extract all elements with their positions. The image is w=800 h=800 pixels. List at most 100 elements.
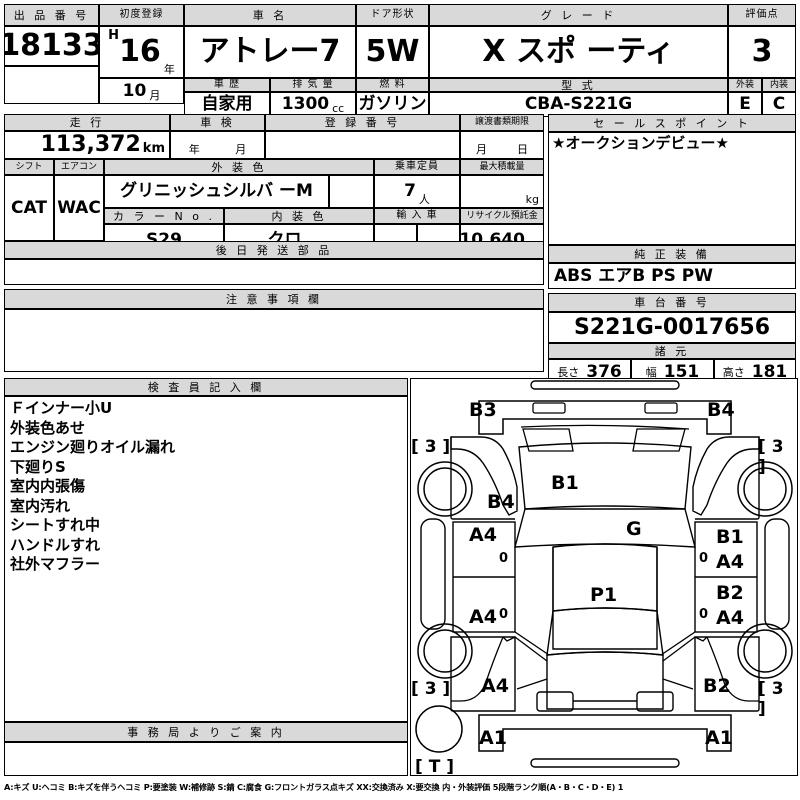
interior-grade-value: C [762,92,796,117]
era-mark: H [108,28,120,43]
damage-mark-left-front-fender: B4 [487,491,515,513]
later-parts-label: 後 日 発 送 部 品 [4,241,544,259]
damage-mark-right-front-door-2: A4 [716,551,744,573]
first-registration-month: 10 月 [99,78,184,104]
transfer-doc-label: 譲渡書類期限 [460,114,544,131]
genuine-equipment-value: ABS エアB PS PW [548,263,796,289]
mileage-value-cell: 113,372 km [4,131,170,159]
tire-grade-front-right: [ 3 ] [758,437,784,477]
tire-grade-spare: [ T ] [415,757,454,776]
exterior-color-extra [329,175,374,208]
shift-value: CAT [4,175,54,241]
inspector-note-line: 社外マフラー [10,555,101,573]
displacement-label: 排 気 量 [270,78,356,92]
damage-mark-front-right-corner: B4 [707,399,735,421]
shaken-month-unit: 月 [235,143,247,156]
month-value: 10 [122,80,147,101]
seats-unit: 人 [418,193,430,206]
door-shape-value: 5W [356,26,429,78]
damage-mark-right-front-door-sm: 0 [699,551,709,566]
shaken-year-unit: 年 [188,143,200,156]
transfer-day-unit: 日 [517,143,528,156]
chassis-number-value: S221G-0017656 [548,312,796,343]
transfer-doc-value: 月 日 [460,131,544,159]
exterior-color-label: 外 装 色 [104,159,374,175]
tire-grade-rear-left: [ 3 ] [411,679,451,699]
model-code-label: 型 式 [429,78,728,92]
width-value: 151 [663,361,700,382]
max-load-label: 最大積載量 [460,159,544,175]
damage-mark-left-rear-door-sm: 0 [499,607,509,622]
seats-value-cell: 7 人 [374,175,460,208]
height-value: 181 [751,361,788,382]
exterior-grade-value: E [728,92,762,117]
import-label: 輸 入 車 [374,208,460,224]
inspector-label: 検 査 員 記 入 欄 [4,378,408,396]
first-registration-label: 初度登録 [99,4,184,26]
registration-number-label: 登 録 番 号 [265,114,460,131]
damage-mark-right-rear-door-2: A4 [716,607,744,629]
damage-mark-windshield: G [626,518,642,540]
damage-mark-left-front-door: A4 [469,524,497,546]
interior-color-label: 内 装 色 [224,208,374,224]
shift-label: シフト [4,159,54,175]
damage-mark-right-front-door: B1 [716,526,744,548]
month-unit: 月 [149,89,161,102]
height-label: 高さ [722,365,745,379]
rating-label: 評価点 [728,4,796,26]
sales-point-value: ★オークションデビュー★ [548,132,796,245]
exterior-color-value: グリニッシュシルバ ーM [104,175,329,208]
max-load-unit: kg [525,193,539,206]
mileage-value: 113,372 [40,132,141,157]
fuel-value: ガソリン [356,92,429,117]
damage-mark-right-rear-quarter: B2 [703,675,731,697]
mileage-unit: km [142,141,165,156]
width-label: 幅 [645,365,657,379]
lot-number-label: 出 品 番 号 [4,4,99,26]
chassis-number-label: 車 台 番 号 [548,293,796,312]
rating-value: 3 [728,26,796,78]
dimensions-label: 諸 元 [548,343,796,359]
transfer-month-unit: 月 [476,143,487,156]
history-label: 車 歴 [184,78,270,92]
inspector-note-line: Ｆインナー小U [10,399,113,417]
office-notice-value [4,742,408,776]
displacement-value: 1300 [281,94,330,114]
year-unit: 年 [163,63,175,76]
max-load-value-cell: kg [460,175,544,208]
car-name-label: 車 名 [184,4,356,26]
genuine-equipment-label: 純 正 装 備 [548,245,796,263]
inspector-note-line: 室内内張傷 [10,477,86,495]
damage-code-legend: A:キズ U:ヘコミ B:キズを伴うヘコミ P:要塗装 W:補修跡 S:錆 C:… [4,782,624,792]
inspector-note-line: 外装色あせ [10,418,86,437]
damage-mark-left-rear-quarter: A4 [481,675,509,697]
aircon-value: WAC [54,175,104,241]
tire-grade-front-left: [ 3 ] [411,437,451,457]
fuel-label: 燃 料 [356,78,429,92]
inspector-note-line: 室内汚れ [10,496,71,515]
damage-mark-right-rear-door-sm: 0 [699,607,709,622]
sales-point-label: セ ー ル ス ポ イ ン ト [548,114,796,132]
later-parts-value [4,259,544,285]
displacement-unit: cc [332,102,345,115]
shaken-value-cell: 年 月 [170,131,265,159]
caution-label: 注 意 事 項 欄 [4,289,544,309]
first-registration-year: H 16 年 [99,26,184,78]
lot-number-blank [4,66,99,104]
damage-mark-hood: B1 [551,472,579,494]
vehicle-damage-diagram: B3 B4 B1 B4 G A4 0 B1 0 A4 P1 A4 0 B2 0 … [410,378,798,776]
recycle-deposit-label: リサイクル預託金 [460,208,544,224]
exterior-grade-label: 外装 [728,78,762,92]
mileage-label: 走 行 [4,114,170,131]
damage-mark-rear-left-corner: A1 [479,727,507,749]
caution-value [4,309,544,372]
registration-number-value [265,131,460,159]
damage-mark-right-rear-door: B2 [716,582,744,604]
history-value: 自家用 [184,92,270,117]
model-code-value: CBA-S221G [429,92,728,117]
car-name-value: アトレー7 [184,26,356,78]
damage-mark-front-left-corner: B3 [469,399,497,421]
lot-number-value: 18133 [4,26,99,66]
